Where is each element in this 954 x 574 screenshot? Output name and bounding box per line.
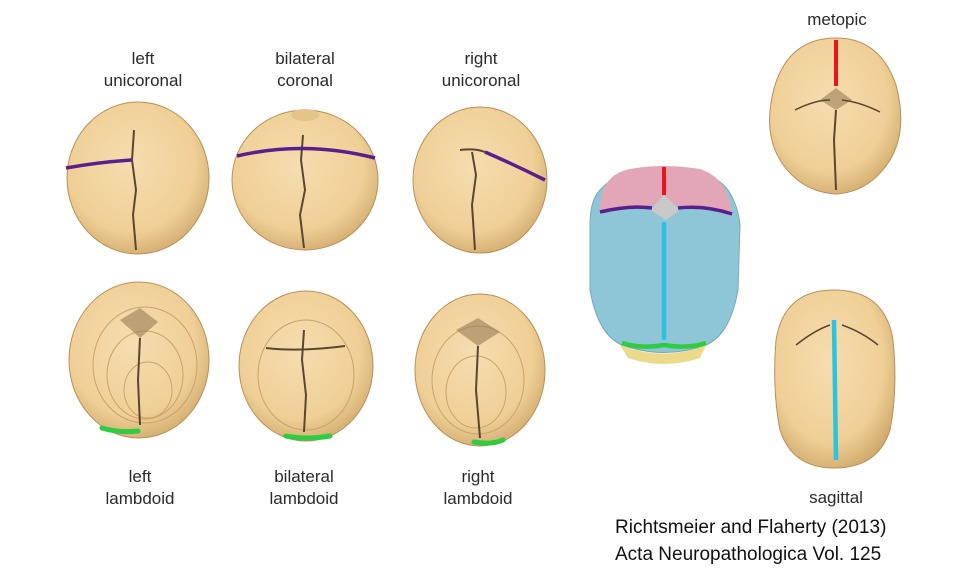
label-right-unicoronal: right unicoronal <box>441 49 521 90</box>
label-bilateral-coronal: bilateral coronal <box>275 49 335 90</box>
label-left-lambdoid: left lambdoid <box>105 467 175 508</box>
label-right-lambdoid: right lambdoid <box>443 467 513 508</box>
skull-metopic <box>769 37 902 195</box>
citation: Richtsmeier and Flaherty (2013) Acta Neu… <box>615 514 886 568</box>
skull-sagittal <box>774 289 896 469</box>
label-bilateral-lambdoid: bilateral lambdoid <box>269 467 339 508</box>
skull-left-unicoronal <box>65 101 210 255</box>
skull-right-unicoronal <box>412 106 548 254</box>
skull-right-lambdoid <box>414 293 546 447</box>
citation-line-1: Richtsmeier and Flaherty (2013) <box>615 517 887 538</box>
skull-left-lambdoid <box>68 281 210 439</box>
label-sagittal: sagittal <box>809 488 863 507</box>
citation-line-2: Acta Neuropathologica Vol. 125 <box>615 544 882 565</box>
skull-bilateral-coronal <box>231 109 379 251</box>
label-left-unicoronal: left unicoronal <box>103 49 183 90</box>
label-metopic: metopic <box>807 10 867 29</box>
skull-bilateral-lambdoid <box>238 290 374 442</box>
skull-schematic <box>589 166 741 364</box>
